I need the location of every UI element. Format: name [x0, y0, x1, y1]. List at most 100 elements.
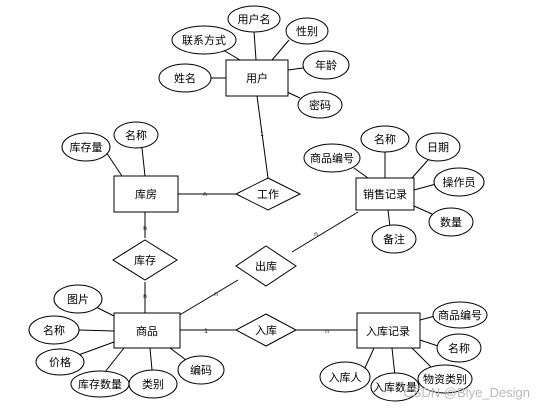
attr-prod-name[interactable]: 名称	[28, 315, 80, 345]
line-in-person	[363, 347, 375, 371]
line-prod-stockqty	[104, 347, 125, 373]
line-product-outbound	[177, 279, 239, 317]
attr-label: 性别	[296, 24, 318, 38]
watermark: CSDN @Blye_Design	[403, 385, 530, 400]
attr-prod-image[interactable]: 图片	[53, 284, 103, 314]
attributes: 联系方式 用户名 性别 姓名 年龄 密码 库存量 名称	[28, 5, 488, 402]
line-sales-date	[411, 159, 429, 179]
line-prod-name	[78, 329, 115, 332]
relation-label: 入库	[255, 324, 277, 337]
attr-user-age[interactable]: 年龄	[302, 50, 350, 80]
attr-user-contact[interactable]: 联系方式	[171, 25, 237, 55]
attr-label: 入库人	[329, 371, 362, 384]
attr-label: 商品编号	[438, 308, 482, 322]
entity-label: 用户	[246, 71, 268, 85]
line-user-username	[253, 30, 257, 61]
relation-in[interactable]: 入库	[234, 313, 298, 347]
entity-label: 库房	[135, 188, 157, 201]
entity-label: 商品	[136, 324, 158, 338]
card-work-warehouse: n	[203, 191, 207, 198]
line-in-quantity	[391, 347, 396, 377]
cardinality-labels: 1 n n n n n 1 n	[143, 131, 329, 335]
attr-label: 备注	[383, 232, 405, 246]
entity-product[interactable]: 商品	[113, 312, 181, 349]
attr-wh-name[interactable]: 名称	[113, 121, 159, 149]
attr-sales-note[interactable]: 备注	[371, 224, 417, 254]
attr-in-productno[interactable]: 商品编号	[432, 301, 488, 329]
connector-lines	[72, 30, 439, 377]
line-prod-category	[149, 347, 153, 371]
attr-label: 入库数量	[373, 381, 417, 394]
line-user-password	[286, 91, 301, 99]
attr-label: 年龄	[315, 58, 337, 72]
line-user-age	[287, 67, 304, 71]
attr-sales-productno[interactable]: 商品编号	[303, 143, 361, 173]
line-sales-note	[387, 209, 391, 228]
line-in-name	[419, 339, 439, 347]
attr-in-quantity[interactable]: 入库数量	[370, 372, 420, 402]
attr-sales-operator[interactable]: 操作员	[433, 167, 485, 197]
attr-label: 名称	[43, 323, 65, 337]
attr-label: 名称	[374, 132, 396, 146]
attr-prod-category[interactable]: 类别	[128, 369, 178, 399]
relation-label: 出库	[255, 259, 277, 273]
attr-prod-stockqty[interactable]: 库存数量	[70, 370, 130, 398]
attr-prod-price[interactable]: 价格	[35, 348, 85, 376]
attr-in-person[interactable]: 入库人	[319, 361, 371, 393]
attr-label: 用户名	[238, 12, 271, 26]
attr-wh-stockqty[interactable]: 库存量	[61, 132, 111, 162]
relation-outbound[interactable]: 出库	[235, 245, 297, 287]
attr-label: 库存量	[70, 140, 103, 154]
entity-label: 销售记录	[363, 187, 407, 201]
entity-warehouse[interactable]: 库房	[113, 175, 179, 213]
line-user-work	[256, 95, 269, 179]
attr-label: 类别	[142, 377, 164, 391]
line-prod-code	[169, 347, 187, 361]
card-outbound-sales: n	[314, 231, 318, 238]
entity-sales[interactable]: 销售记录	[355, 177, 415, 211]
entities: 用户 库房 销售记录 商品 入库记录	[113, 59, 421, 349]
attr-user-password[interactable]: 密码	[297, 91, 343, 119]
attr-label: 姓名	[174, 71, 196, 85]
attr-label: 名称	[448, 341, 470, 355]
attr-user-name[interactable]: 姓名	[158, 63, 212, 93]
attr-in-name[interactable]: 名称	[436, 333, 482, 363]
attr-label: 名称	[125, 128, 147, 142]
attr-label: 商品编号	[310, 151, 354, 165]
attr-in-materialtype[interactable]: 物资类别	[417, 364, 473, 394]
attr-label: 图片	[67, 293, 89, 306]
attr-label: 库存数量	[78, 377, 122, 391]
attr-label: 物资类别	[423, 372, 467, 386]
attr-user-gender[interactable]: 性别	[285, 17, 329, 45]
attr-label: 密码	[309, 98, 331, 112]
card-product-outbound: n	[214, 291, 218, 298]
line-outbound-sales	[291, 211, 359, 253]
line-user-gender	[271, 39, 290, 61]
line-sales-productno	[353, 167, 369, 179]
line-sales-quantity	[413, 205, 433, 215]
attr-label: 数量	[440, 216, 462, 229]
line-wh-name	[141, 147, 146, 177]
relationships: 工作 库存 出库 入库	[112, 177, 302, 347]
card-warehouse-stock: n	[143, 225, 147, 232]
attr-sales-date[interactable]: 日期	[415, 132, 461, 162]
entity-user[interactable]: 用户	[225, 59, 289, 97]
line-wh-stockqty	[105, 151, 123, 177]
entity-inbound[interactable]: 入库记录	[356, 312, 421, 349]
card-product-in: 1	[204, 328, 208, 335]
attr-user-username[interactable]: 用户名	[227, 5, 281, 33]
attr-label: 操作员	[443, 175, 476, 189]
attr-label: 日期	[427, 141, 449, 154]
attr-sales-name[interactable]: 名称	[360, 125, 410, 153]
line-in-productno	[419, 315, 436, 321]
line-sales-operator	[413, 183, 437, 191]
line-in-materialtype	[411, 347, 433, 369]
relation-stock[interactable]: 库存	[112, 239, 178, 281]
attr-sales-quantity[interactable]: 数量	[428, 207, 474, 237]
relation-work[interactable]: 工作	[234, 177, 302, 211]
attr-prod-code[interactable]: 编码	[177, 355, 225, 385]
entity-label: 入库记录	[366, 325, 410, 338]
attr-label: 编码	[190, 363, 212, 377]
